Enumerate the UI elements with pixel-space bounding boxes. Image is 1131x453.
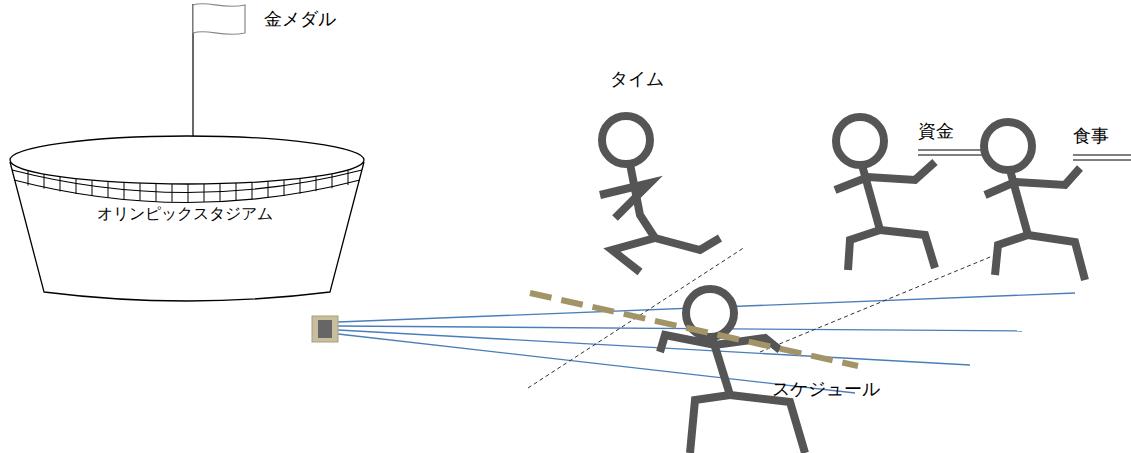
stadium-top [10, 136, 364, 184]
stadium-gate [318, 320, 332, 338]
dashed-line [760, 255, 995, 352]
stadium-rail [332, 172, 333, 188]
stadium-node: オリンピックスタジアム [60, 196, 310, 232]
figure-label: タイム [610, 68, 664, 90]
figure-label: 食事 [1073, 125, 1109, 147]
stadium-gate [312, 316, 338, 342]
figure-label: スケジュール [772, 378, 880, 400]
stick-figure [660, 289, 805, 453]
stadium-rail [156, 182, 157, 202]
flag [193, 4, 245, 35]
stadium-rail [188, 182, 189, 202]
stick-figure [984, 122, 1085, 280]
plate [918, 149, 985, 150]
stadium-rail [28, 170, 29, 185]
plate [1073, 154, 1131, 155]
figure-label: 資金 [918, 120, 954, 142]
plate [1073, 159, 1131, 160]
stadium-label: オリンピックスタジアム [97, 204, 273, 223]
hurdle-bar [530, 293, 858, 366]
stadium-rail [204, 182, 205, 202]
stadium-rail [172, 182, 173, 202]
plate [918, 154, 985, 155]
stadium-rail [236, 181, 237, 201]
flag-label: 金メダル [264, 8, 336, 30]
stadium-rail [348, 170, 349, 185]
stadium-rail [44, 173, 45, 189]
stadium-rail [220, 182, 221, 202]
stick-figure [600, 116, 720, 272]
stadium-rail [140, 181, 141, 201]
